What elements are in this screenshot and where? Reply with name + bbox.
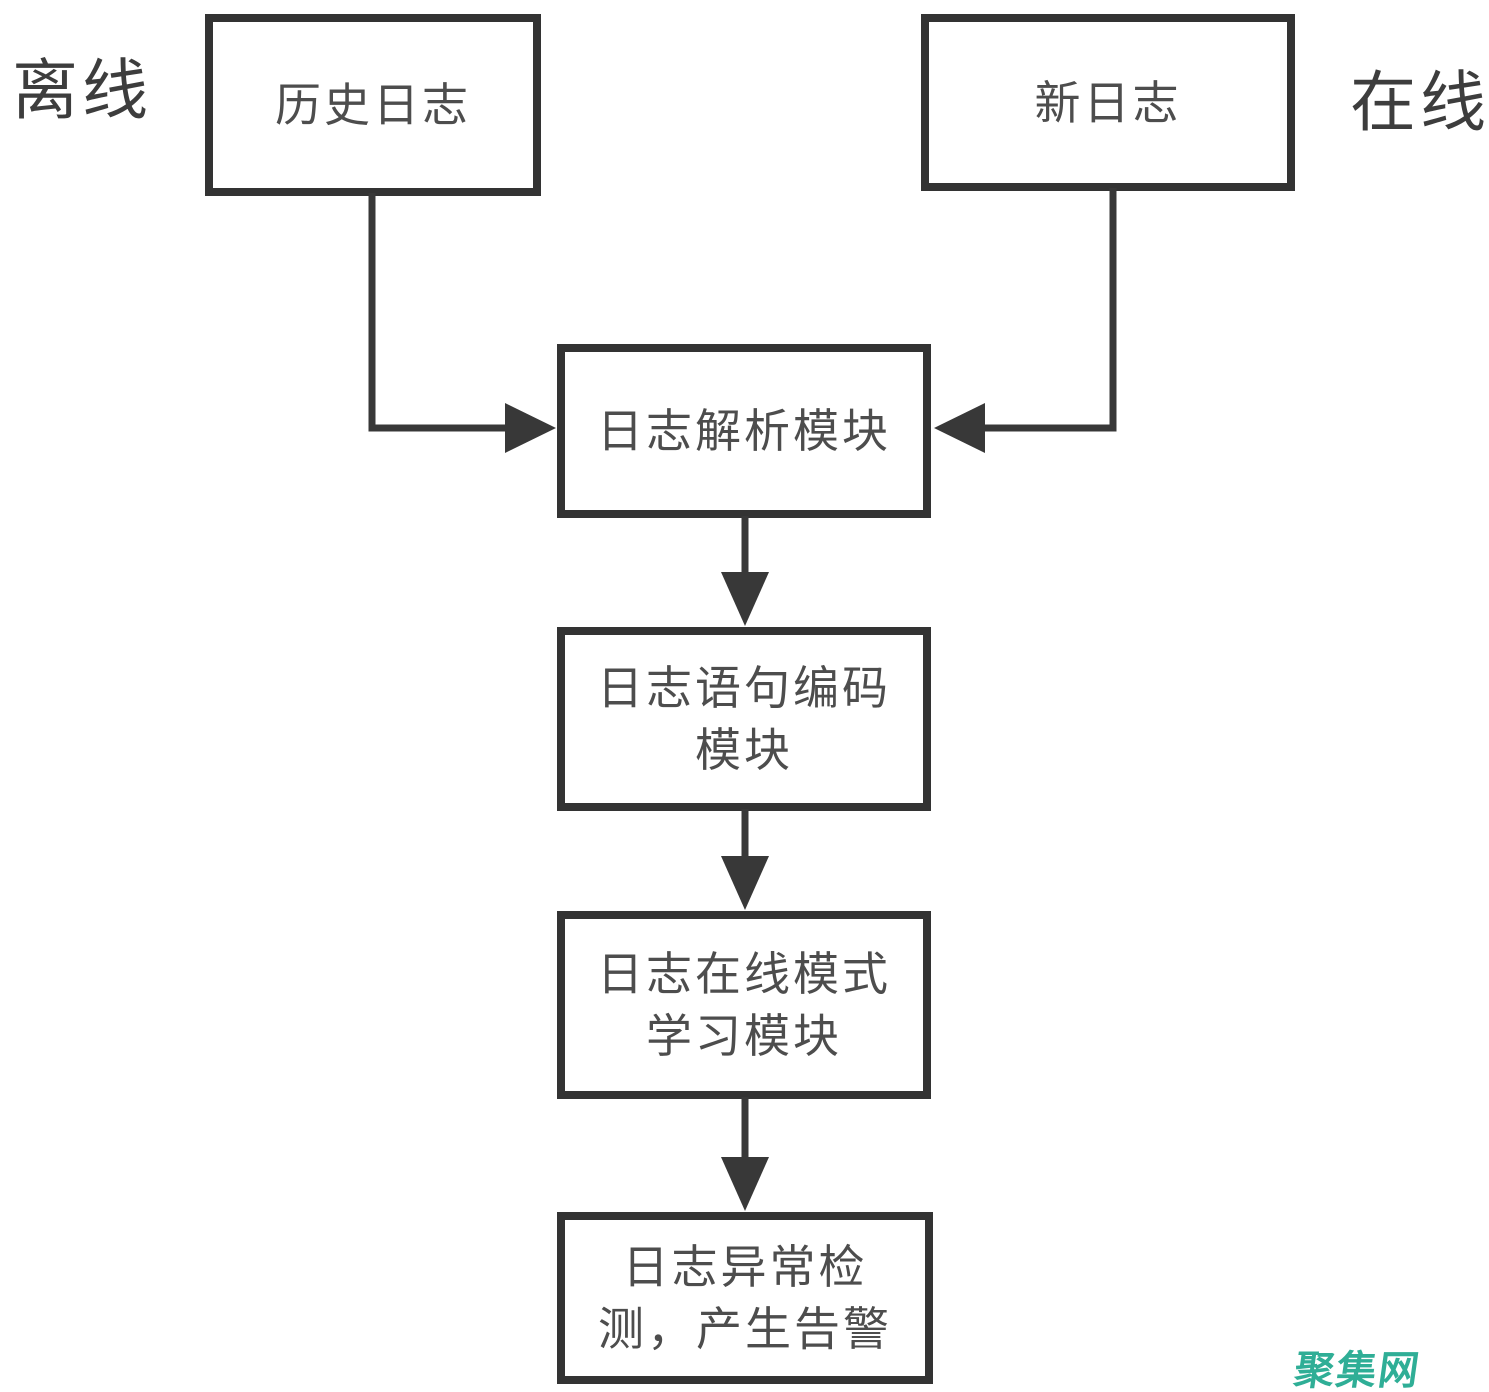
node-log-learning-label-line1: 日志在线模式 xyxy=(597,948,891,1000)
node-historical-logs: 历史日志 xyxy=(205,14,541,196)
arrowhead-learning-to-detection xyxy=(721,1157,769,1211)
watermark-juji-wang: 聚集网 xyxy=(1291,1349,1424,1392)
node-new-logs-label: 新日志 xyxy=(1034,76,1182,129)
arrowhead-encoding-to-learning xyxy=(721,856,769,910)
arrowhead-new-to-parsing xyxy=(934,403,985,453)
node-historical-logs-label: 历史日志 xyxy=(275,79,471,131)
node-log-detection-label-line2: 测，产生告警 xyxy=(598,1303,892,1355)
node-log-parsing-label: 日志解析模块 xyxy=(597,405,891,457)
arrowhead-historical-to-parsing xyxy=(505,403,556,453)
offline-label: 离线 xyxy=(12,53,152,127)
node-log-encoding-label-line1: 日志语句编码 xyxy=(597,662,891,714)
node-log-encoding-label-line2: 模块 xyxy=(695,724,793,776)
node-log-learning-label-line2: 学习模块 xyxy=(646,1010,842,1062)
node-log-learning: 日志在线模式 学习模块 xyxy=(557,911,931,1099)
node-new-logs: 新日志 xyxy=(921,14,1295,191)
node-log-detection: 日志异常检 测，产生告警 xyxy=(557,1212,933,1384)
online-label: 在线 xyxy=(1350,65,1489,139)
connector-historical-to-parsing xyxy=(368,193,508,432)
arrowhead-parsing-to-encoding xyxy=(721,572,769,626)
node-log-encoding: 日志语句编码 模块 xyxy=(557,627,931,811)
node-log-detection-label-line1: 日志异常检 xyxy=(622,1241,868,1293)
node-log-parsing: 日志解析模块 xyxy=(557,344,931,518)
connector-new-to-parsing xyxy=(982,188,1117,432)
